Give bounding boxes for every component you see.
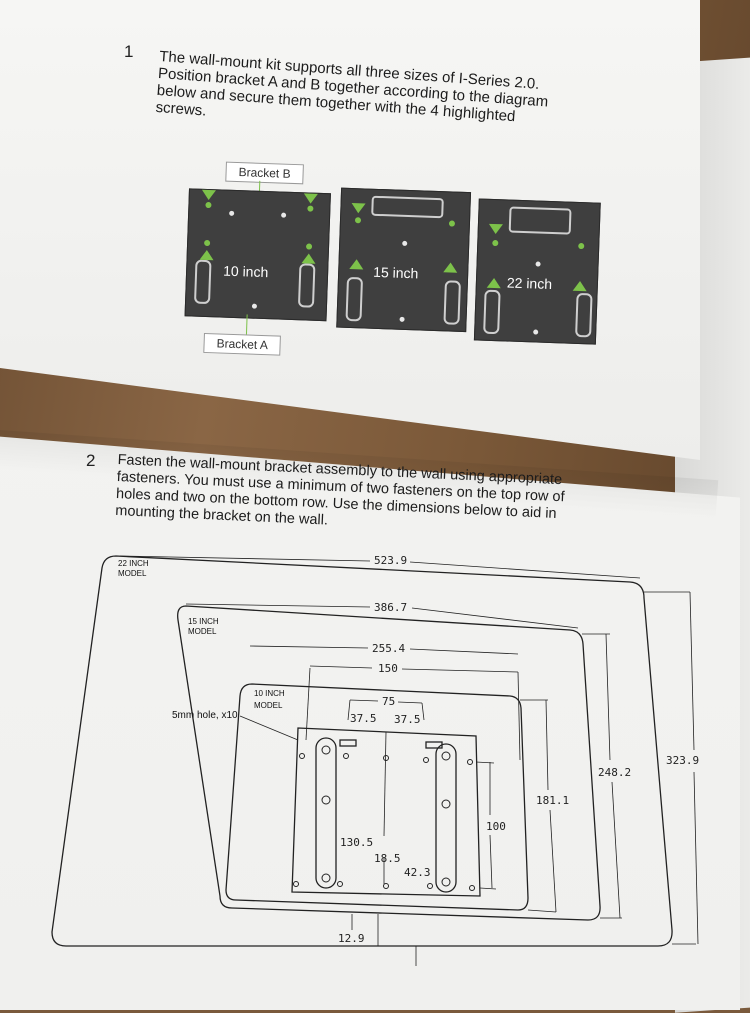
dim-width-10: 255.4: [372, 642, 405, 655]
model-label-15: 15 INCH: [188, 617, 219, 626]
dim-37-left: 37.5: [350, 712, 377, 725]
dim-width-22: 523.9: [374, 554, 407, 567]
plate-slot-left: [315, 737, 337, 889]
dim-width-15: 386.7: [374, 601, 407, 614]
model-label-10: 10 INCH: [254, 689, 285, 698]
model-label-22: 22 INCH: [118, 559, 149, 568]
dim-100: 100: [486, 820, 506, 833]
hole-note: 5mm hole, x10: [172, 710, 238, 721]
dim-height-15: 248.2: [598, 766, 631, 779]
outline-15-inch: [177, 605, 601, 921]
dim-130: 130.5: [340, 836, 373, 849]
manual-page-bottom: [0, 436, 740, 1010]
dim-150: 150: [378, 662, 398, 675]
step-number-2: 2: [86, 451, 96, 470]
step-number-1: 1: [124, 42, 134, 61]
dim-37-right: 37.5: [394, 713, 421, 726]
outline-22-inch: [51, 555, 673, 947]
plate-slot-right: [435, 743, 457, 893]
dim-75: 75: [382, 695, 395, 708]
outline-10-inch: [225, 683, 529, 911]
dim-12: 12.9: [338, 932, 365, 945]
dim-42: 42.3: [404, 866, 431, 879]
dim-18: 18.5: [374, 852, 401, 865]
bracket-plate: [291, 727, 481, 897]
plate-tab-right: [425, 741, 443, 749]
dim-height-22: 323.9: [666, 754, 699, 767]
model-label-22-sub: MODEL: [118, 569, 147, 578]
model-label-10-sub: MODEL: [254, 701, 283, 710]
plate-tab-left: [339, 739, 357, 747]
model-label-15-sub: MODEL: [188, 627, 217, 636]
dim-height-10: 181.1: [536, 794, 569, 807]
